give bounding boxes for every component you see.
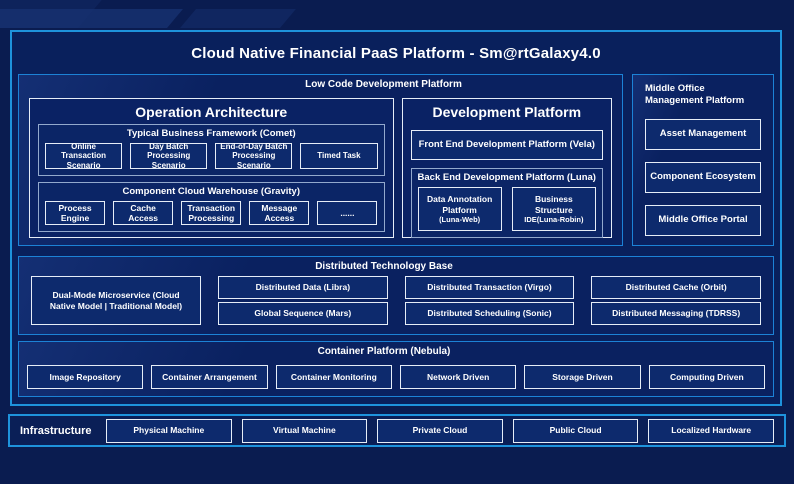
container-item: Container Monitoring <box>275 365 392 389</box>
infrastructure-item: Private Cloud <box>377 418 503 443</box>
container-platform-label: Container Platform (Nebula) <box>317 346 451 357</box>
distributed-item: Distributed Cache (Orbit) <box>591 276 761 299</box>
back-end-platform-group: Back End Development Platform (Luna) Dat… <box>410 168 603 238</box>
distributed-item: Distributed Data (Libra) <box>218 276 388 299</box>
warehouse-item: Transaction Processing <box>181 201 242 225</box>
low-code-platform-label: Low Code Development Platform <box>305 79 462 90</box>
section-low-code-platform: Low Code Development Platform Operation … <box>18 74 623 246</box>
infrastructure-label: Infrastructure <box>20 424 92 437</box>
warehouse-item: ...... <box>317 201 378 225</box>
top-row: Low Code Development Platform Operation … <box>18 74 774 246</box>
warehouse-item: Process Engine <box>45 201 106 225</box>
container-item: Storage Driven <box>524 365 641 389</box>
typical-business-framework-label: Typical Business Framework (Comet) <box>126 128 296 139</box>
front-end-platform-box: Front End Development Platform (Vela) <box>410 130 603 160</box>
operation-architecture-title: Operation Architecture <box>135 104 288 120</box>
typical-business-framework-group: Typical Business Framework (Comet) Onlin… <box>38 124 385 176</box>
back-end-item: Data Annotation Platform (Luna-Web) <box>417 187 502 231</box>
middle-office-platform-label: Middle Office Management Platform <box>645 83 745 107</box>
middle-office-item: Middle Office Portal <box>645 204 761 236</box>
development-platform-title: Development Platform <box>432 104 582 120</box>
infrastructure-item: Public Cloud <box>512 418 639 443</box>
distributed-technology-base-label: Distributed Technology Base <box>315 261 453 272</box>
framework-item: Timed Task <box>300 143 378 169</box>
section-middle-office-platform: Middle Office Management Platform Asset … <box>632 74 774 246</box>
warehouse-item: Cache Access <box>113 201 174 225</box>
distributed-item: Distributed Scheduling (Sonic) <box>404 302 575 325</box>
infrastructure-item: Physical Machine <box>106 418 232 443</box>
back-end-platform-label: Back End Development Platform (Luna) <box>417 172 596 183</box>
framework-item: Online Transaction Scenario <box>45 142 123 170</box>
low-code-content-row: Operation Architecture Typical Business … <box>29 98 612 238</box>
operation-architecture-panel: Operation Architecture Typical Business … <box>29 98 394 238</box>
back-end-item-name: Business Structure <box>534 194 573 215</box>
dual-mode-microservice-box: Dual-Mode Microservice (Cloud Native Mod… <box>31 276 201 325</box>
infrastructure-item: Virtual Machine <box>241 418 368 443</box>
distributed-item: Global Sequence (Mars) <box>218 302 388 325</box>
development-platform-panel: Development Platform Front End Developme… <box>401 98 612 238</box>
container-item: Network Driven <box>399 365 517 389</box>
container-item: Image Repository <box>27 365 144 389</box>
section-container-platform: Container Platform (Nebula) Image Reposi… <box>18 341 774 397</box>
distributed-item: Distributed Transaction (Virgo) <box>404 276 575 299</box>
back-end-item: Business Structure IDE(Luna-Robin) <box>511 187 596 231</box>
back-end-items-row: Data Annotation Platform (Luna-Web) Busi… <box>412 185 603 237</box>
distributed-item: Distributed Messaging (TDRSS) <box>591 302 761 325</box>
container-item: Container Arrangement <box>151 365 268 389</box>
platform-frame: Cloud Native Financial PaaS Platform - S… <box>10 30 782 406</box>
framework-item: End-of-Day Batch Processing Scenario <box>215 142 293 170</box>
back-end-item-sub: IDE(Luna-Robin) <box>524 214 584 224</box>
container-item: Computing Driven <box>648 365 765 389</box>
section-distributed-technology-base: Distributed Technology Base Dual-Mode Mi… <box>18 256 774 335</box>
section-infrastructure: Infrastructure Physical Machine Virtual … <box>8 414 786 447</box>
background-stripe <box>180 9 296 28</box>
back-end-item-name: Data Annotation Platform <box>426 194 493 215</box>
framework-item: Day Batch Processing Scenario <box>130 142 208 170</box>
component-cloud-warehouse-group: Component Cloud Warehouse (Gravity) Proc… <box>38 182 385 232</box>
middle-office-item: Component Ecosystem <box>645 161 761 193</box>
component-cloud-warehouse-label: Component Cloud Warehouse (Gravity) <box>122 186 301 197</box>
page-title: Cloud Native Financial PaaS Platform - S… <box>191 44 601 62</box>
infrastructure-item: Localized Hardware <box>648 418 774 443</box>
middle-office-item: Asset Management <box>645 118 761 150</box>
warehouse-items-row: Process Engine Cache Access Transaction … <box>39 199 384 231</box>
container-items-row: Image Repository Container Arrangement C… <box>21 363 771 395</box>
framework-items-row: Online Transaction Scenario Day Batch Pr… <box>39 141 384 175</box>
distributed-grid: Dual-Mode Microservice (Cloud Native Mod… <box>31 276 761 325</box>
back-end-item-sub: (Luna-Web) <box>439 214 481 224</box>
warehouse-item: Message Access <box>249 201 310 225</box>
